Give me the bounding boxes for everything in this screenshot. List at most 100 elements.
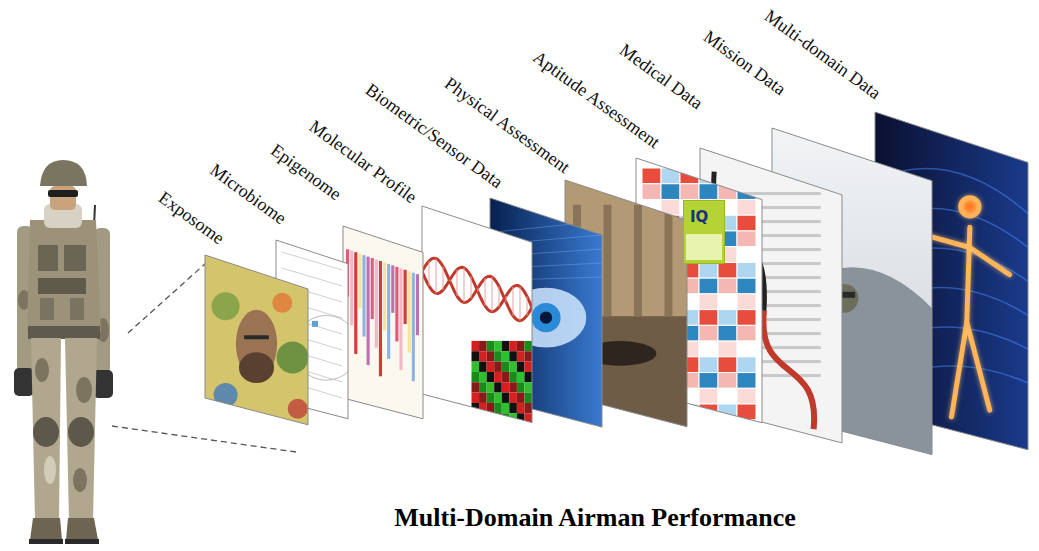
- art-part: [487, 372, 495, 382]
- art-part: [661, 357, 680, 373]
- art-part: [524, 362, 532, 372]
- art-part: [743, 332, 821, 335]
- art-part: [509, 393, 517, 403]
- art-part: [699, 278, 718, 294]
- art-part: [494, 382, 502, 392]
- art-part: [509, 362, 517, 372]
- art-part: [524, 393, 532, 403]
- art-part: [699, 310, 718, 326]
- art-part: [699, 404, 718, 420]
- art-part: [527, 297, 528, 316]
- art-part: [68, 417, 94, 447]
- art-part: [358, 254, 361, 308]
- art-part: [502, 382, 510, 392]
- leader-line: [112, 426, 296, 452]
- art-part: [65, 338, 97, 520]
- art-part: [76, 377, 92, 403]
- art-part: [40, 298, 54, 320]
- art-part: [490, 263, 602, 269]
- art-part: [502, 341, 510, 351]
- art-part: [38, 278, 86, 294]
- art-part: [700, 148, 842, 444]
- art-part: [487, 382, 495, 392]
- art-part: [464, 268, 465, 303]
- art-part: [700, 148, 842, 444]
- art-part: [472, 382, 480, 392]
- art-part: [921, 198, 1010, 417]
- art-part: [506, 288, 587, 348]
- art-part: [66, 518, 98, 540]
- panel-label: Medical Data: [616, 40, 707, 114]
- art-part: [642, 215, 661, 231]
- art-part: [743, 346, 821, 349]
- art-part: [479, 341, 487, 351]
- art-part: [277, 341, 309, 373]
- art-part: [875, 327, 1028, 349]
- art-part: [282, 252, 342, 270]
- art-part: [282, 268, 342, 286]
- art-part: [699, 294, 718, 310]
- art-part: [833, 292, 855, 298]
- art-part: [282, 300, 342, 318]
- art-part: [699, 247, 718, 263]
- art-part: [718, 215, 737, 231]
- art-part: [875, 248, 1028, 281]
- art-part: [379, 261, 382, 376]
- art-part: [502, 351, 510, 361]
- art-part: [661, 278, 680, 294]
- art-part: [524, 382, 532, 392]
- art-part: [50, 186, 76, 210]
- art-part: [502, 403, 510, 413]
- art-part: [479, 351, 487, 361]
- art-part: [718, 247, 737, 263]
- art-part: [343, 226, 423, 420]
- art-part: [576, 341, 590, 355]
- art-part: [27, 220, 101, 332]
- art-part: [661, 247, 680, 263]
- soldier-figure: [14, 160, 113, 544]
- art-part: [44, 456, 56, 484]
- art-part: [282, 348, 342, 366]
- diagram-title: Multi-Domain Airman Performance: [394, 503, 795, 533]
- art-part: [517, 382, 525, 392]
- art-part: [479, 413, 487, 423]
- art-part: [743, 248, 821, 251]
- art-part: [737, 294, 756, 310]
- art-part: [517, 362, 525, 372]
- art-part: [875, 112, 1028, 451]
- art-part: [772, 267, 932, 455]
- panel-border: [276, 240, 348, 419]
- panel-border: [343, 226, 423, 419]
- art-part: [661, 215, 680, 231]
- art-part: [680, 310, 699, 326]
- art-part: [517, 413, 525, 423]
- panel-border: [636, 158, 762, 423]
- art-part: [699, 231, 718, 247]
- art-part: [573, 205, 581, 316]
- art-part: [490, 249, 602, 257]
- art-part: [64, 245, 86, 271]
- art-part: [636, 158, 762, 424]
- art-part: [661, 184, 680, 200]
- art-part: [509, 351, 517, 361]
- art-part: [387, 264, 390, 359]
- art-part: [479, 393, 487, 403]
- art-part: [479, 362, 487, 372]
- art-part: [967, 227, 970, 322]
- art-part: [509, 403, 517, 413]
- art-part: [699, 373, 718, 389]
- art-part: [737, 278, 756, 294]
- art-part: [487, 393, 495, 403]
- art-part: [429, 261, 430, 286]
- art-part: [354, 252, 357, 354]
- art-part: [540, 312, 552, 324]
- panel-image: [343, 226, 423, 420]
- art-part: [718, 231, 737, 247]
- art-part: [472, 351, 480, 361]
- art-part: [70, 298, 84, 320]
- art-part: [737, 388, 756, 404]
- art-part: [634, 205, 642, 316]
- art-part: [661, 325, 680, 341]
- art-part: [244, 335, 269, 339]
- art-part: [40, 160, 87, 186]
